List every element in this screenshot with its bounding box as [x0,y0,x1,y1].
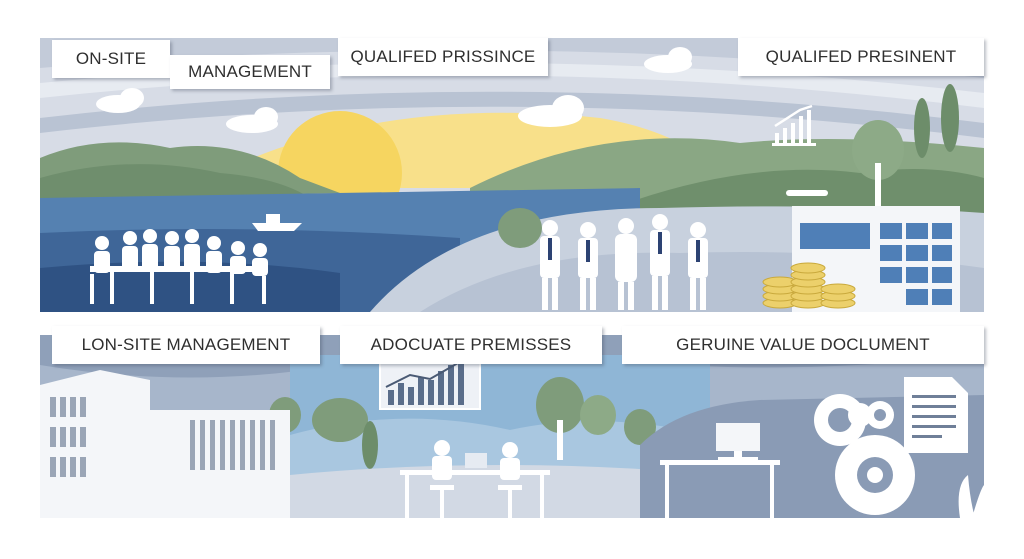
top-scene-panel [40,38,984,312]
label-geruine-value-doclument: GERUINE VALUE DOCLUMENT [622,326,984,364]
label-qualified-prissince: QUALIFED PRISSINCE [338,38,548,76]
document-icon [904,377,968,453]
standing-team-figures [540,214,708,310]
computer-icon [660,423,780,518]
label-qualified-presinent: QUALIFED PRESINENT [738,38,984,76]
bottom-scene-panel [40,335,984,518]
growth-chart-icon [772,104,816,146]
office-building-icon [40,370,290,518]
label-lon-site-management-text: LON-SITE MANAGEMENT [81,335,291,354]
bottom-scene-illustration [40,335,984,518]
label-geruine-value-doclument-text: GERUINE VALUE DOCLUMENT [676,335,930,354]
label-on-site: ON-SITE [52,40,170,78]
cloud-icon [96,47,692,133]
coin-stack-icon [762,262,856,309]
tree-icon [498,84,959,248]
label-adocuate-premisses-text: ADOCUATE PREMISSES [370,335,572,354]
office-building-icon [786,190,960,312]
top-scene-illustration [40,38,984,312]
label-qualified-prissince-text: QUALIFED PRISSINCE [350,47,536,66]
label-qualified-presinent-text: QUALIFED PRESINENT [765,47,957,66]
plant-icon [958,475,984,518]
boat-icon [252,214,302,231]
label-on-site-text: ON-SITE [75,49,147,68]
label-management: MANAGEMENT [170,55,330,89]
label-adocuate-premisses: ADOCUATE PREMISSES [340,326,602,364]
label-lon-site-management: LON-SITE MANAGEMENT [52,326,320,364]
label-management-text: MANAGEMENT [188,62,312,81]
gear-icon [814,394,915,515]
bar-chart-icon [379,356,481,410]
meeting-group-figures [90,229,268,304]
desk-workers-figures [400,440,550,518]
tree-icon [269,377,656,469]
